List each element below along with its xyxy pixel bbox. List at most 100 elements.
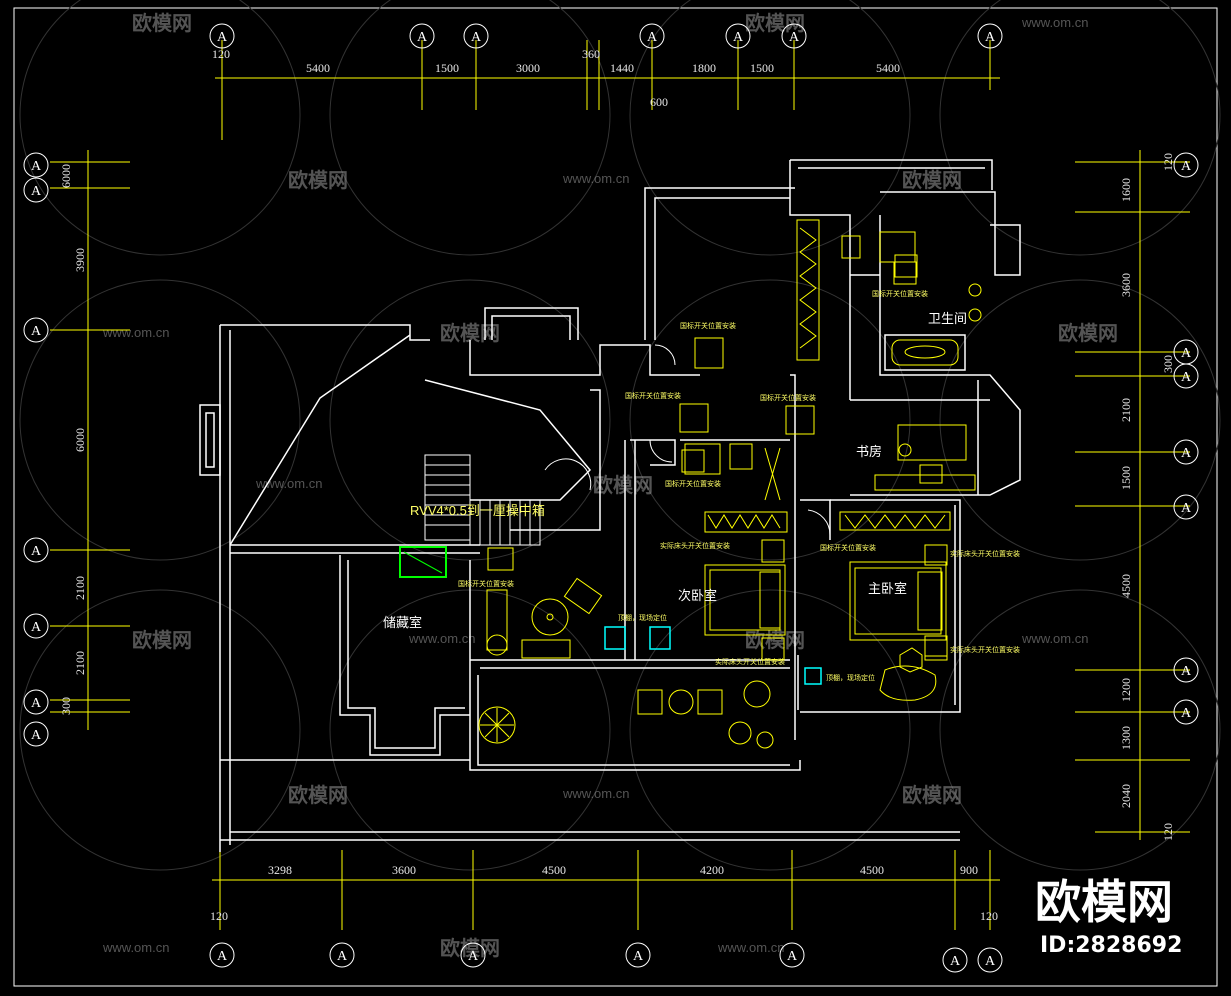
- top-dim-label: 1500: [750, 61, 774, 75]
- right-dim-label: 1600: [1119, 178, 1133, 202]
- watermark-url: www.om.cn: [717, 940, 784, 955]
- watermark-url: www.om.cn: [102, 325, 169, 340]
- watermark-url: www.om.cn: [562, 171, 629, 186]
- watermark-logo: 欧模网: [440, 936, 500, 960]
- watermark-url: www.om.cn: [562, 786, 629, 801]
- toilet: [894, 254, 918, 278]
- top-dim-sub-label: 600: [650, 95, 668, 109]
- svg-text:A: A: [985, 954, 996, 969]
- svg-text:A: A: [417, 30, 428, 45]
- bedside-note: 实际床头开关位置安装: [950, 645, 1020, 654]
- svg-text:A: A: [787, 949, 798, 964]
- top-dimension-chain: [215, 40, 1000, 140]
- axis-bubble: A: [209, 23, 235, 49]
- ceiling-fixture: [649, 626, 671, 650]
- right-dim-label: 4500: [1119, 574, 1133, 598]
- bottom-dim-label: 900: [960, 863, 978, 877]
- watermark-logo: 欧模网: [132, 11, 192, 35]
- room-label-study: 书房: [856, 444, 882, 460]
- watermark-logo: 欧模网: [745, 628, 805, 652]
- switch-panel: [487, 547, 514, 571]
- switch-note: 国标开关位置安装: [820, 543, 876, 552]
- right-dim-label: 3600: [1119, 273, 1133, 297]
- top-dim-label: 3000: [516, 61, 540, 75]
- top-dim-label: 360: [582, 47, 600, 61]
- ceiling-note: 顶棚，现场定位: [618, 613, 667, 622]
- top-dim-label: 1800: [692, 61, 716, 75]
- watermark-url: www.om.cn: [408, 631, 475, 646]
- axis-bubble: A: [781, 23, 807, 49]
- ceiling-fixture: [804, 667, 822, 685]
- axis-bubble: A: [23, 613, 49, 639]
- top-dim-label: 1440: [610, 61, 634, 75]
- bottom-dim-label: 4200: [700, 863, 724, 877]
- walls: [199, 159, 1021, 852]
- master-bed: [849, 561, 947, 641]
- room-label-second-bedroom: 次卧室: [678, 588, 717, 604]
- axis-bubble: A: [779, 942, 805, 968]
- axis-bubble: A: [942, 947, 968, 973]
- study-chair: [919, 464, 943, 484]
- second-bed: [704, 564, 786, 636]
- switch-panel: [785, 405, 815, 435]
- left-dim-label: 6000: [73, 428, 87, 452]
- watermark-logo: 欧模网: [1058, 321, 1118, 345]
- study-desk: [897, 424, 967, 461]
- switch-note: 国标开关位置安装: [760, 393, 816, 402]
- cable-note: RVV4*0.5到一厘操中箱: [410, 503, 545, 518]
- switch-panel: [893, 261, 917, 285]
- svg-text:A: A: [633, 949, 644, 964]
- svg-text:A: A: [1181, 706, 1192, 721]
- watermark-logo: 欧模网: [132, 628, 192, 652]
- watermark-logo: 欧模网: [288, 168, 348, 192]
- axis-bubble: A: [23, 721, 49, 747]
- axis-bubble: A: [209, 942, 235, 968]
- watermark-logo: 欧模网: [902, 783, 962, 807]
- switch-note: 国标开关位置安装: [680, 321, 736, 330]
- electrical-fixtures: [399, 546, 822, 685]
- right-dim-label: 120: [1161, 153, 1175, 171]
- switch-panel: [924, 639, 948, 661]
- svg-text:A: A: [985, 30, 996, 45]
- svg-text:A: A: [471, 30, 482, 45]
- distribution-box: [399, 546, 447, 578]
- axis-bubble: A: [23, 177, 49, 203]
- bottom-dimension-chain: [212, 850, 1000, 930]
- watermark-logo: 欧模网: [593, 473, 653, 497]
- right-dim-label: 2100: [1119, 398, 1133, 422]
- switch-note: 国标开关位置安装: [665, 479, 721, 488]
- axis-bubble: A: [1173, 657, 1199, 683]
- left-dim-label: 6000: [59, 164, 73, 188]
- svg-text:A: A: [217, 949, 228, 964]
- watermark-logo: 欧模网: [288, 783, 348, 807]
- svg-text:A: A: [31, 159, 42, 174]
- watermark-url: www.om.cn: [255, 476, 322, 491]
- svg-text:A: A: [217, 30, 228, 45]
- stair: [424, 454, 541, 546]
- switch-note: 国标开关位置安装: [458, 579, 514, 588]
- svg-text:A: A: [468, 949, 479, 964]
- axis-bubble: A: [409, 23, 435, 49]
- watermark-url: www.om.cn: [1021, 15, 1088, 30]
- master-wardrobe: [839, 511, 951, 531]
- left-dim-label: 2100: [73, 651, 87, 675]
- svg-text:A: A: [31, 324, 42, 339]
- top-dim-label: 5400: [306, 61, 330, 75]
- svg-text:A: A: [1181, 370, 1192, 385]
- right-dim-label: 1300: [1119, 726, 1133, 750]
- round-table: [531, 598, 569, 636]
- ceiling-note: 顶棚，现场定位: [826, 673, 875, 682]
- svg-text:A: A: [31, 728, 42, 743]
- brand-name: 欧模网: [1035, 875, 1173, 929]
- bottom-small-label: 120: [210, 909, 228, 923]
- bottom-dim-label: 3298: [268, 863, 292, 877]
- watermark-url: www.om.cn: [102, 940, 169, 955]
- top-dim-label: 5400: [876, 61, 900, 75]
- bottom-small-label: 120: [980, 909, 998, 923]
- watermark-logo: 欧模网: [745, 11, 805, 35]
- top-dim-label: 1500: [435, 61, 459, 75]
- svg-text:A: A: [31, 184, 42, 199]
- axis-bubble: A: [1173, 439, 1199, 465]
- watermark-layer: 欧模网 欧模网 欧模网 欧模网 欧模网 欧模网 欧模网 欧模网 欧模网 欧模网 …: [19, 0, 1221, 960]
